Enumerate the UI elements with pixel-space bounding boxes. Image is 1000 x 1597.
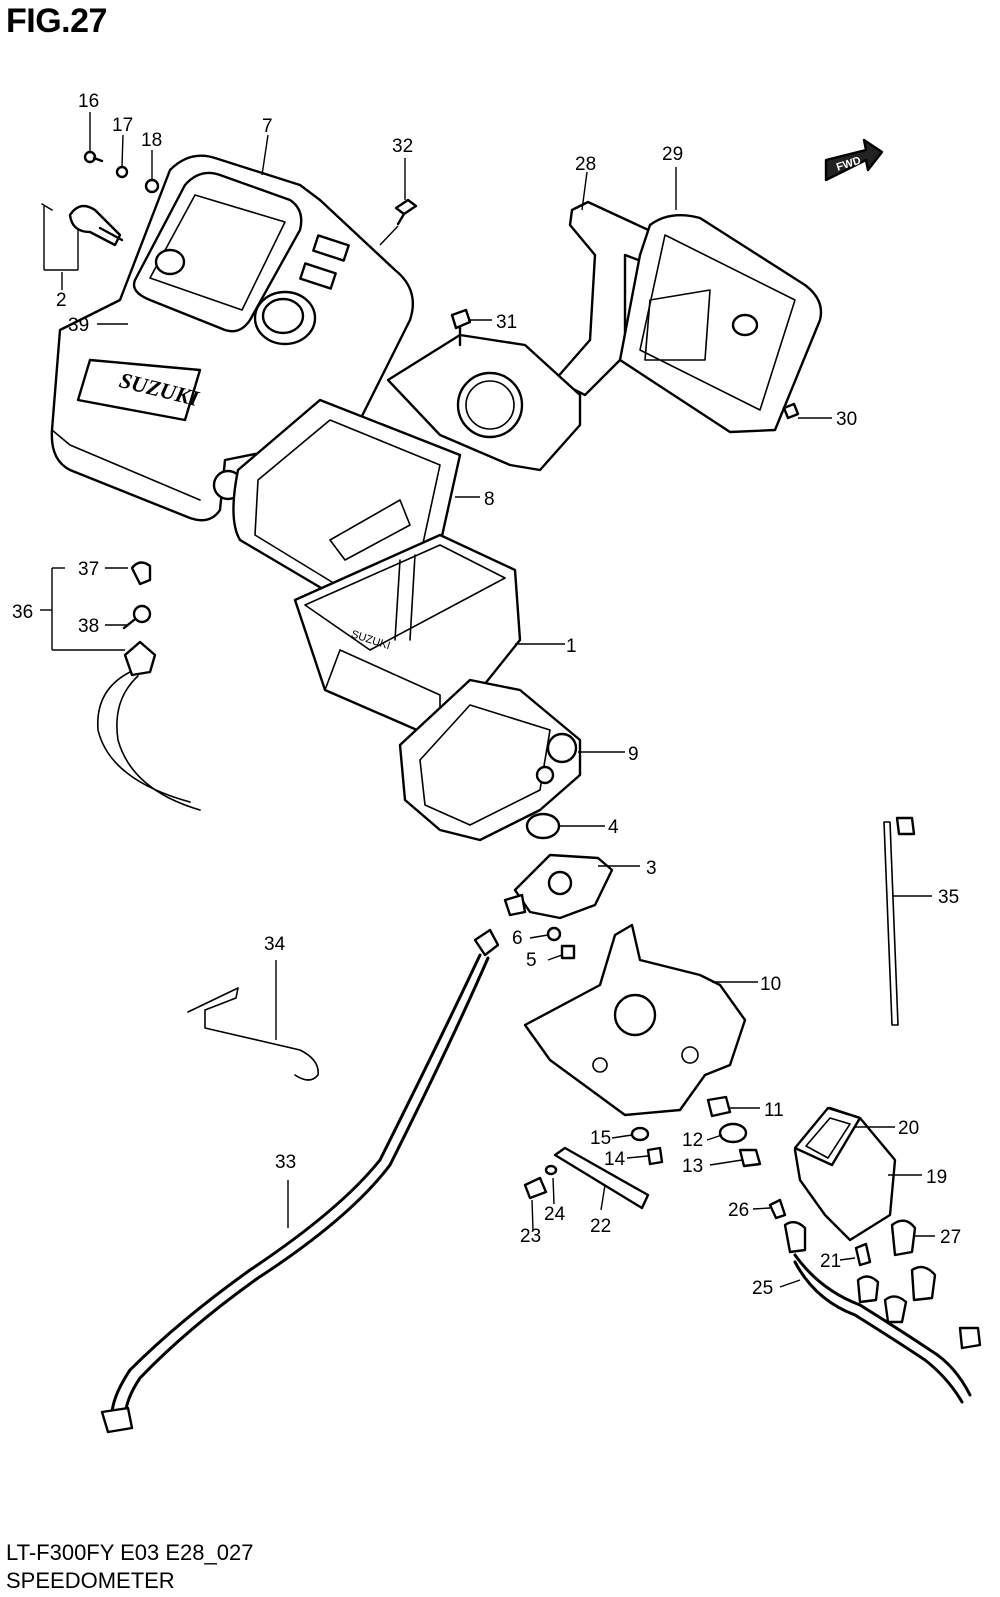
callout-28: 28 [575, 154, 596, 175]
speedometer-cable [100, 928, 500, 1434]
callout-9: 9 [628, 744, 639, 765]
callout-6: 6 [512, 928, 523, 949]
callout-4: 4 [608, 817, 619, 838]
figure-caption: SPEEDOMETER [6, 1568, 175, 1593]
callout-12: 12 [682, 1130, 703, 1151]
callout-21: 21 [820, 1251, 841, 1272]
callout-20: 20 [898, 1118, 919, 1139]
callout-26: 26 [728, 1200, 749, 1221]
callout-27: 27 [940, 1227, 961, 1248]
socket-assembly [97, 561, 201, 811]
callout-14: 14 [604, 1149, 626, 1170]
callout-25: 25 [752, 1278, 773, 1299]
callout-17: 17 [112, 115, 133, 136]
callout-22: 22 [590, 1216, 611, 1237]
handlebar-cover [618, 214, 823, 434]
callout-18: 18 [141, 130, 162, 151]
callout-1: 1 [566, 636, 577, 657]
o-ring [525, 812, 561, 840]
callout-3: 3 [646, 858, 657, 879]
callout-2: 2 [56, 290, 67, 311]
callout-37: 37 [78, 559, 99, 580]
callout-39: 39 [68, 315, 89, 336]
lamp-harness [768, 1198, 982, 1404]
callout-11: 11 [764, 1100, 784, 1121]
meter-bracket [523, 923, 747, 1117]
model-code: LT-F300FY E03 E28_027 [6, 1540, 254, 1565]
callout-5: 5 [526, 950, 537, 971]
callout-7: 7 [262, 116, 273, 137]
callout-13: 13 [682, 1156, 703, 1177]
callout-19: 19 [926, 1167, 947, 1188]
speedometer-gear-box [503, 853, 614, 920]
wiring-clamp [883, 816, 916, 1026]
callout-10: 10 [760, 974, 781, 995]
indicator-housing [793, 1106, 897, 1242]
plate-screws [523, 1146, 650, 1210]
callout-16: 16 [78, 91, 99, 112]
callout-24: 24 [544, 1204, 566, 1225]
callout-30: 30 [836, 409, 857, 430]
bolt-washer-5-6 [546, 926, 576, 960]
nuts-washers [630, 1095, 762, 1168]
callout-31: 31 [496, 312, 517, 333]
callout-32: 32 [392, 136, 413, 157]
callout-35: 35 [938, 887, 959, 908]
callout-33: 33 [275, 1152, 296, 1173]
callout-8: 8 [484, 489, 495, 510]
leader-lines [40, 112, 935, 1288]
screws-30-31 [450, 308, 800, 420]
callout-34: 34 [264, 934, 286, 955]
figure-title: FIG.27 [6, 2, 107, 40]
callout-23: 23 [520, 1226, 541, 1247]
forward-direction-arrow: FWD [824, 138, 884, 182]
callout-38: 38 [78, 616, 99, 637]
cable-clamp [187, 987, 319, 1081]
reset-knob [41, 203, 124, 247]
callout-labels: 1 2 3 4 5 6 7 8 9 10 11 12 13 14 15 16 1… [12, 91, 961, 1299]
callout-36: 36 [12, 602, 33, 623]
callout-29: 29 [662, 144, 683, 165]
meter-case-lower [398, 678, 582, 842]
callout-15: 15 [590, 1128, 611, 1149]
